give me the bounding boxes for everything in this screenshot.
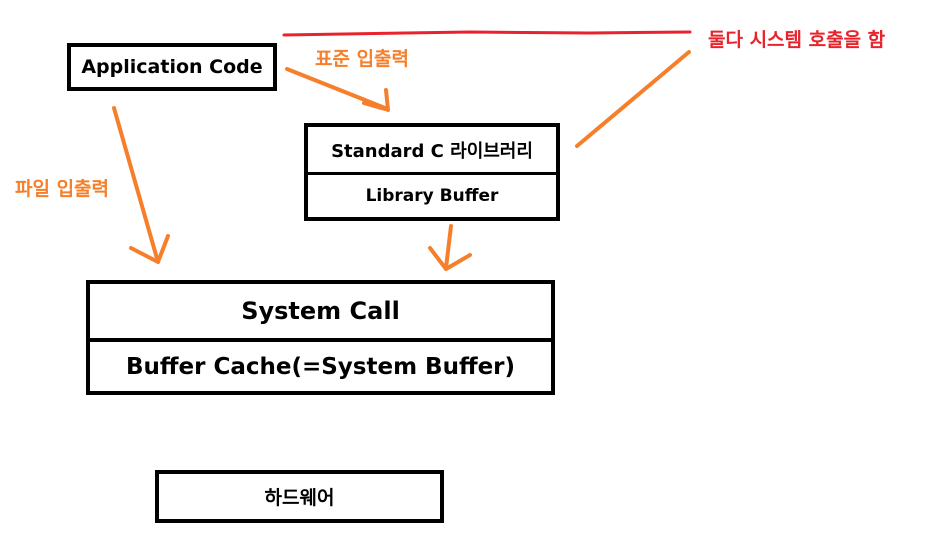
standard-c-library-label: Standard C 라이브러리 (331, 140, 533, 162)
std-io-annotation: 표준 입출력 (315, 48, 410, 70)
application-code-label: Application Code (81, 56, 263, 78)
library-to-syscall-arrow (428, 224, 472, 271)
standard-c-library-cell: Standard C 라이브러리 (308, 127, 556, 175)
buffer-cache-label: Buffer Cache(=System Buffer) (125, 353, 516, 380)
library-buffer-cell: Library Buffer (308, 175, 556, 217)
standard-c-library-box: Standard C 라이브러리 Library Buffer (304, 123, 560, 221)
std-io-arrow (285, 67, 390, 112)
red-underline-line (282, 30, 692, 37)
both-syscall-pointer (575, 50, 691, 148)
both-syscall-annotation: 둘다 시스템 호출을 함 (708, 29, 886, 51)
system-call-label: System Call (241, 297, 400, 325)
library-buffer-label: Library Buffer (365, 186, 499, 206)
system-call-box: System Call Buffer Cache(=System Buffer) (86, 280, 555, 395)
hardware-label: 하드웨어 (264, 487, 335, 509)
application-code-box: Application Code (67, 43, 277, 91)
hardware-box: 하드웨어 (155, 470, 444, 523)
buffer-cache-cell: Buffer Cache(=System Buffer) (90, 342, 551, 391)
file-io-arrow (112, 106, 170, 264)
file-io-annotation: 파일 입출력 (15, 178, 110, 200)
system-call-cell: System Call (90, 284, 551, 342)
